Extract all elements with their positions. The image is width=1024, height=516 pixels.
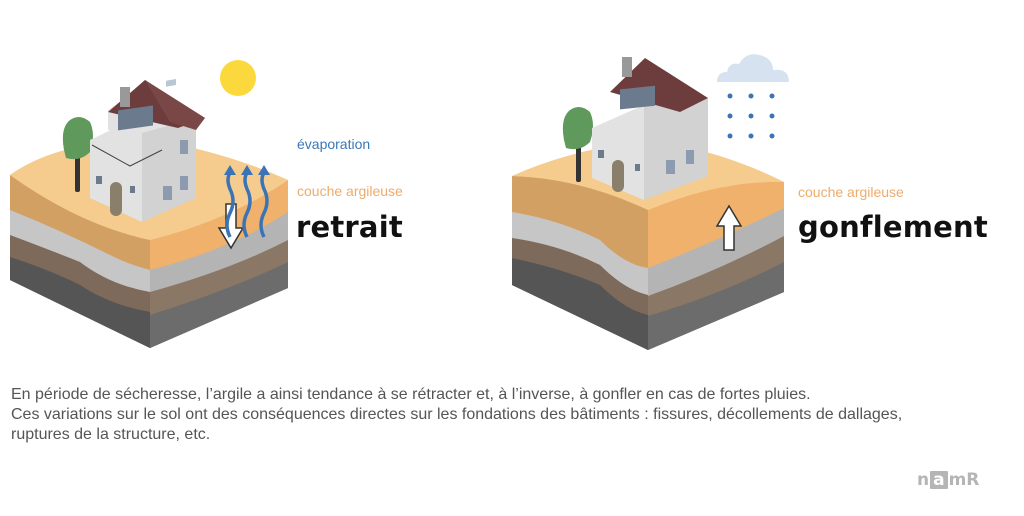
retrait-title: retrait: [296, 210, 403, 244]
left-scene-retrait: [0, 50, 300, 360]
evaporation-arrows-icon: [224, 165, 270, 238]
clay-layer-label-right: couche argileuse: [798, 184, 904, 200]
evaporation-label: évaporation: [297, 136, 371, 152]
rain-cloud-icon: [717, 54, 789, 139]
logo-part-n: n: [917, 470, 930, 490]
logo-part-a: a: [930, 471, 948, 489]
caption-text: En période de sécheresse, l’argile a ain…: [11, 385, 1021, 445]
right-scene-gonflement: [500, 40, 800, 360]
caption-line-2: Ces variations sur le sol ont des conséq…: [11, 406, 903, 423]
clay-layer-label-left: couche argileuse: [297, 183, 403, 199]
logo-part-mr: mR: [948, 470, 980, 490]
caption-line-1: En période de sécheresse, l’argile a ain…: [11, 386, 811, 403]
soil-block-dry-illustration: [10, 78, 288, 348]
soil-block-wet-illustration: [512, 57, 784, 350]
sun-icon: [220, 60, 256, 96]
gonflement-title: gonflement: [798, 210, 988, 244]
namr-logo: n a mR: [917, 470, 979, 490]
caption-line-3: ruptures de la structure, etc.: [11, 426, 211, 443]
